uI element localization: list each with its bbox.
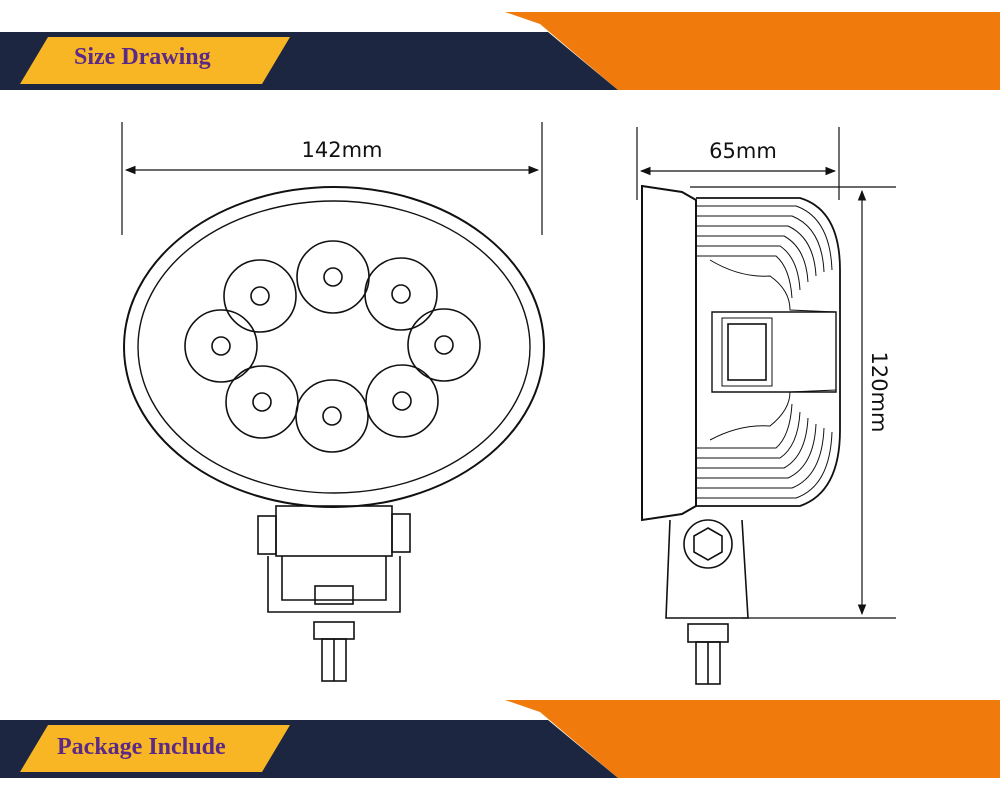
housing-lens bbox=[137, 200, 531, 494]
bottom-banner-label: Package Include bbox=[57, 734, 226, 760]
mount-bracket bbox=[257, 505, 411, 682]
top-banner: Size Drawing bbox=[0, 12, 1000, 92]
depth-dimension: 65mm bbox=[636, 127, 840, 200]
housing-outer bbox=[123, 186, 545, 508]
rear-socket bbox=[727, 323, 767, 381]
top-banner-graphic bbox=[0, 12, 1000, 90]
front-view: 142mm bbox=[121, 122, 545, 682]
side-bracket bbox=[665, 519, 749, 685]
led-array bbox=[184, 240, 481, 453]
heat-sink-fins bbox=[696, 205, 837, 499]
height-dimension: 120mm bbox=[690, 186, 896, 619]
depth-label: 65mm bbox=[709, 139, 777, 163]
side-view: 65mm 120mm bbox=[636, 127, 896, 685]
height-label: 120mm bbox=[867, 352, 891, 433]
rear-block bbox=[711, 311, 837, 393]
bottom-banner-graphic bbox=[0, 700, 1000, 778]
heat-sink-body bbox=[696, 197, 841, 507]
side-bezel bbox=[641, 184, 697, 522]
width-dimension: 142mm bbox=[121, 122, 543, 235]
width-label: 142mm bbox=[302, 138, 383, 162]
top-banner-label: Size Drawing bbox=[74, 44, 211, 70]
bottom-banner: Package Include bbox=[0, 700, 1000, 780]
